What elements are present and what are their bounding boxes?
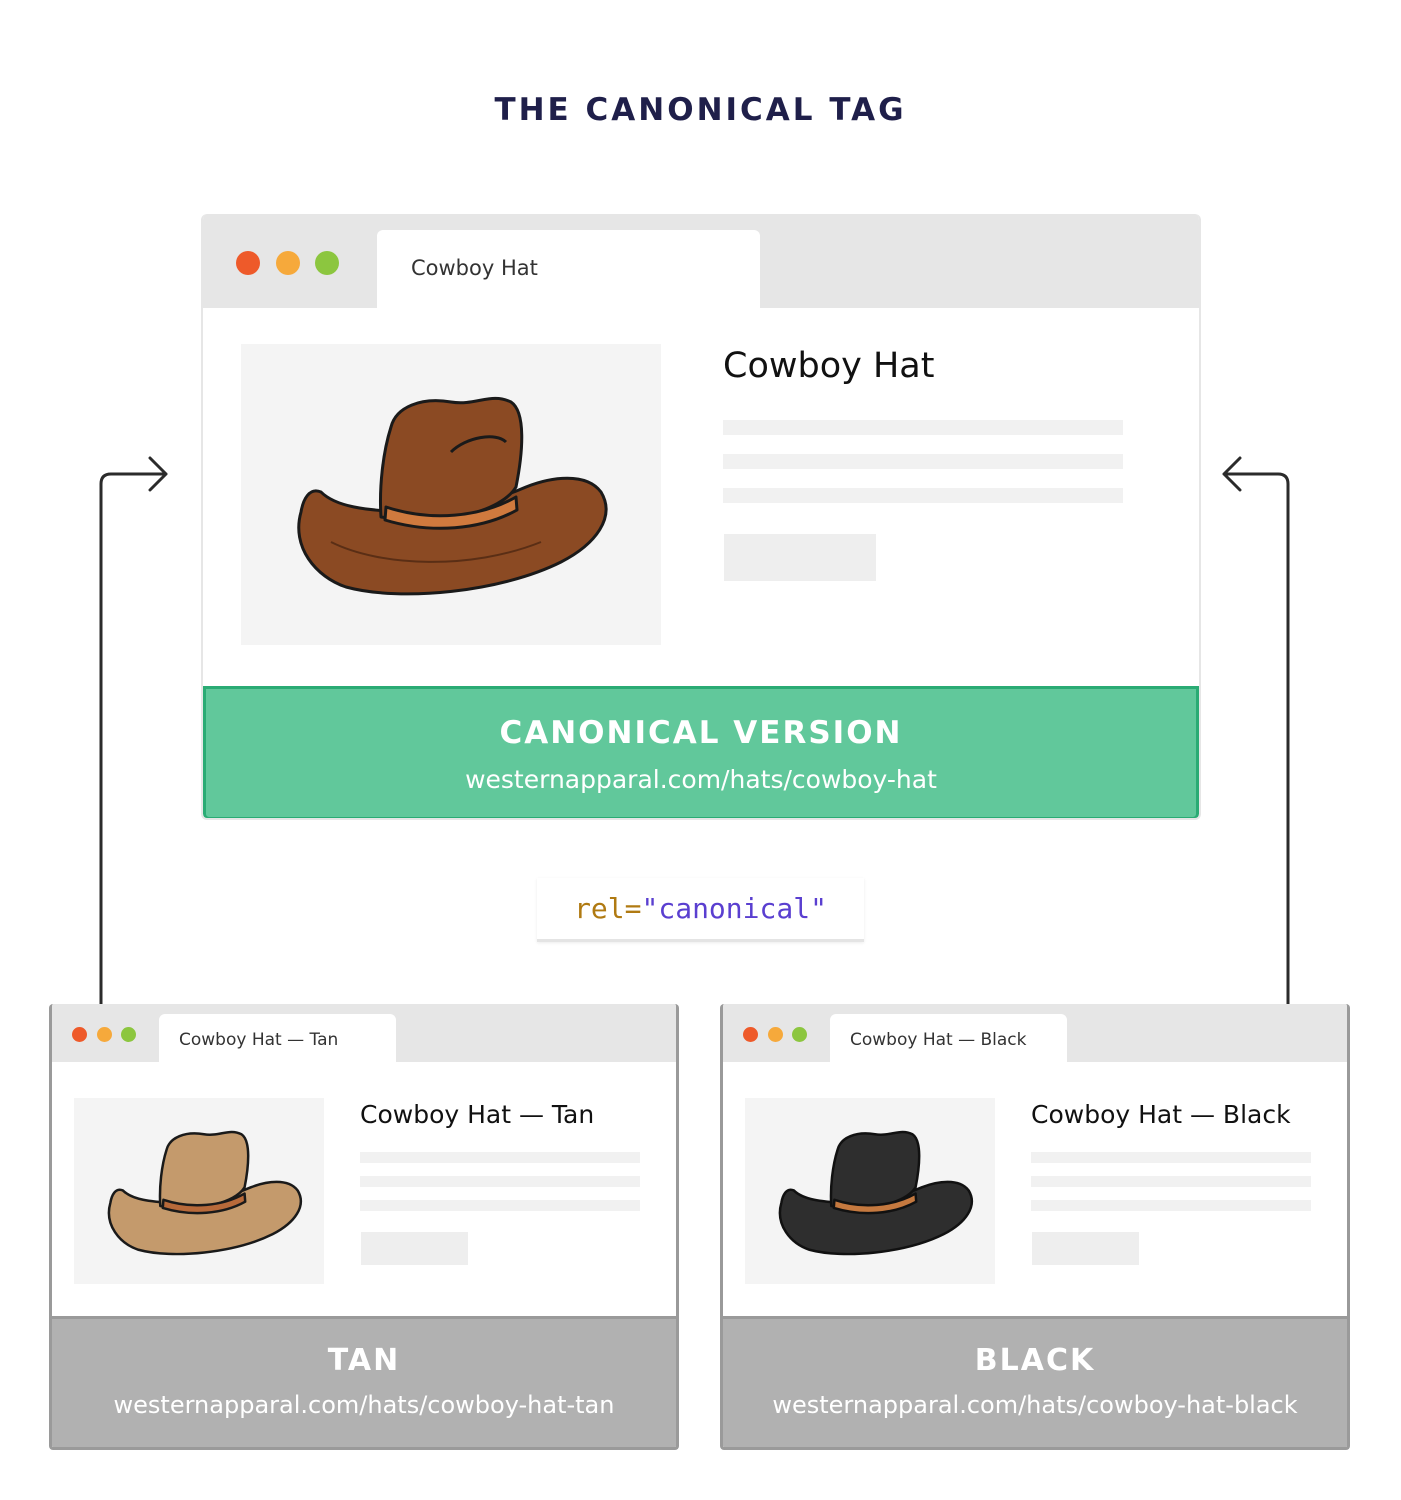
right-arrow bbox=[1222, 456, 1290, 1006]
minimize-dot-icon[interactable] bbox=[97, 1027, 112, 1042]
add-to-cart-button-placeholder[interactable] bbox=[361, 1232, 468, 1265]
product-title: Cowboy Hat — Tan bbox=[360, 1100, 595, 1129]
tan-browser-window: Cowboy Hat — Tan Cowboy Hat — Tan TAN we… bbox=[49, 1004, 679, 1450]
canonical-label: CANONICAL VERSION bbox=[499, 715, 903, 751]
close-dot-icon[interactable] bbox=[743, 1027, 758, 1042]
product-image bbox=[241, 344, 661, 645]
black-variant-banner: BLACK westernapparal.com/hats/cowboy-hat… bbox=[723, 1316, 1347, 1447]
maximize-dot-icon[interactable] bbox=[315, 251, 339, 275]
tan-variant-banner: TAN westernapparal.com/hats/cowboy-hat-t… bbox=[52, 1316, 676, 1447]
browser-chrome: Cowboy Hat — Tan bbox=[52, 1004, 676, 1064]
minimize-dot-icon[interactable] bbox=[276, 251, 300, 275]
variant-url[interactable]: westernapparal.com/hats/cowboy-hat-tan bbox=[113, 1391, 615, 1419]
text-placeholder-line bbox=[360, 1176, 640, 1187]
text-placeholder-line bbox=[723, 488, 1123, 503]
maximize-dot-icon[interactable] bbox=[121, 1027, 136, 1042]
text-placeholder-line bbox=[1031, 1152, 1311, 1163]
add-to-cart-button-placeholder[interactable] bbox=[1032, 1232, 1139, 1265]
browser-chrome: Cowboy Hat — Black bbox=[723, 1004, 1347, 1064]
black-browser-window: Cowboy Hat — Black Cowboy Hat — Black BL… bbox=[720, 1004, 1350, 1450]
close-dot-icon[interactable] bbox=[72, 1027, 87, 1042]
product-title: Cowboy Hat — Black bbox=[1031, 1100, 1291, 1129]
variant-label: BLACK bbox=[974, 1343, 1096, 1378]
close-dot-icon[interactable] bbox=[236, 251, 260, 275]
product-image bbox=[74, 1098, 324, 1284]
rel-canonical-code: rel="canonical" bbox=[537, 878, 864, 942]
code-attr: rel= bbox=[574, 892, 642, 925]
variant-label: TAN bbox=[327, 1343, 401, 1378]
add-to-cart-button-placeholder[interactable] bbox=[724, 534, 876, 581]
canonical-version-banner: CANONICAL VERSION westernapparal.com/hat… bbox=[203, 686, 1199, 818]
browser-tab[interactable]: Cowboy Hat — Black bbox=[830, 1014, 1067, 1064]
browser-tab[interactable]: Cowboy Hat bbox=[377, 230, 760, 310]
code-value: "canonical" bbox=[641, 892, 827, 925]
text-placeholder-line bbox=[723, 420, 1123, 435]
variant-url[interactable]: westernapparal.com/hats/cowboy-hat-black bbox=[772, 1391, 1298, 1419]
product-image bbox=[745, 1098, 995, 1284]
text-placeholder-line bbox=[723, 454, 1123, 469]
browser-tab[interactable]: Cowboy Hat — Tan bbox=[159, 1014, 396, 1064]
canonical-browser-window: Cowboy Hat Cowboy Hat CANONICAL VERSION … bbox=[201, 214, 1201, 820]
text-placeholder-line bbox=[1031, 1176, 1311, 1187]
left-arrow bbox=[99, 456, 168, 1006]
text-placeholder-line bbox=[1031, 1200, 1311, 1211]
product-title: Cowboy Hat bbox=[723, 346, 935, 386]
text-placeholder-line bbox=[360, 1200, 640, 1211]
diagram-title: THE CANONICAL TAG bbox=[494, 92, 907, 128]
cowboy-hat-tan-icon bbox=[107, 1130, 303, 1256]
cowboy-hat-brown-icon bbox=[297, 396, 608, 596]
minimize-dot-icon[interactable] bbox=[768, 1027, 783, 1042]
canonical-url[interactable]: westernapparal.com/hats/cowboy-hat bbox=[465, 765, 937, 794]
text-placeholder-line bbox=[360, 1152, 640, 1163]
browser-chrome: Cowboy Hat bbox=[203, 214, 1199, 310]
maximize-dot-icon[interactable] bbox=[792, 1027, 807, 1042]
cowboy-hat-black-icon bbox=[778, 1130, 974, 1256]
